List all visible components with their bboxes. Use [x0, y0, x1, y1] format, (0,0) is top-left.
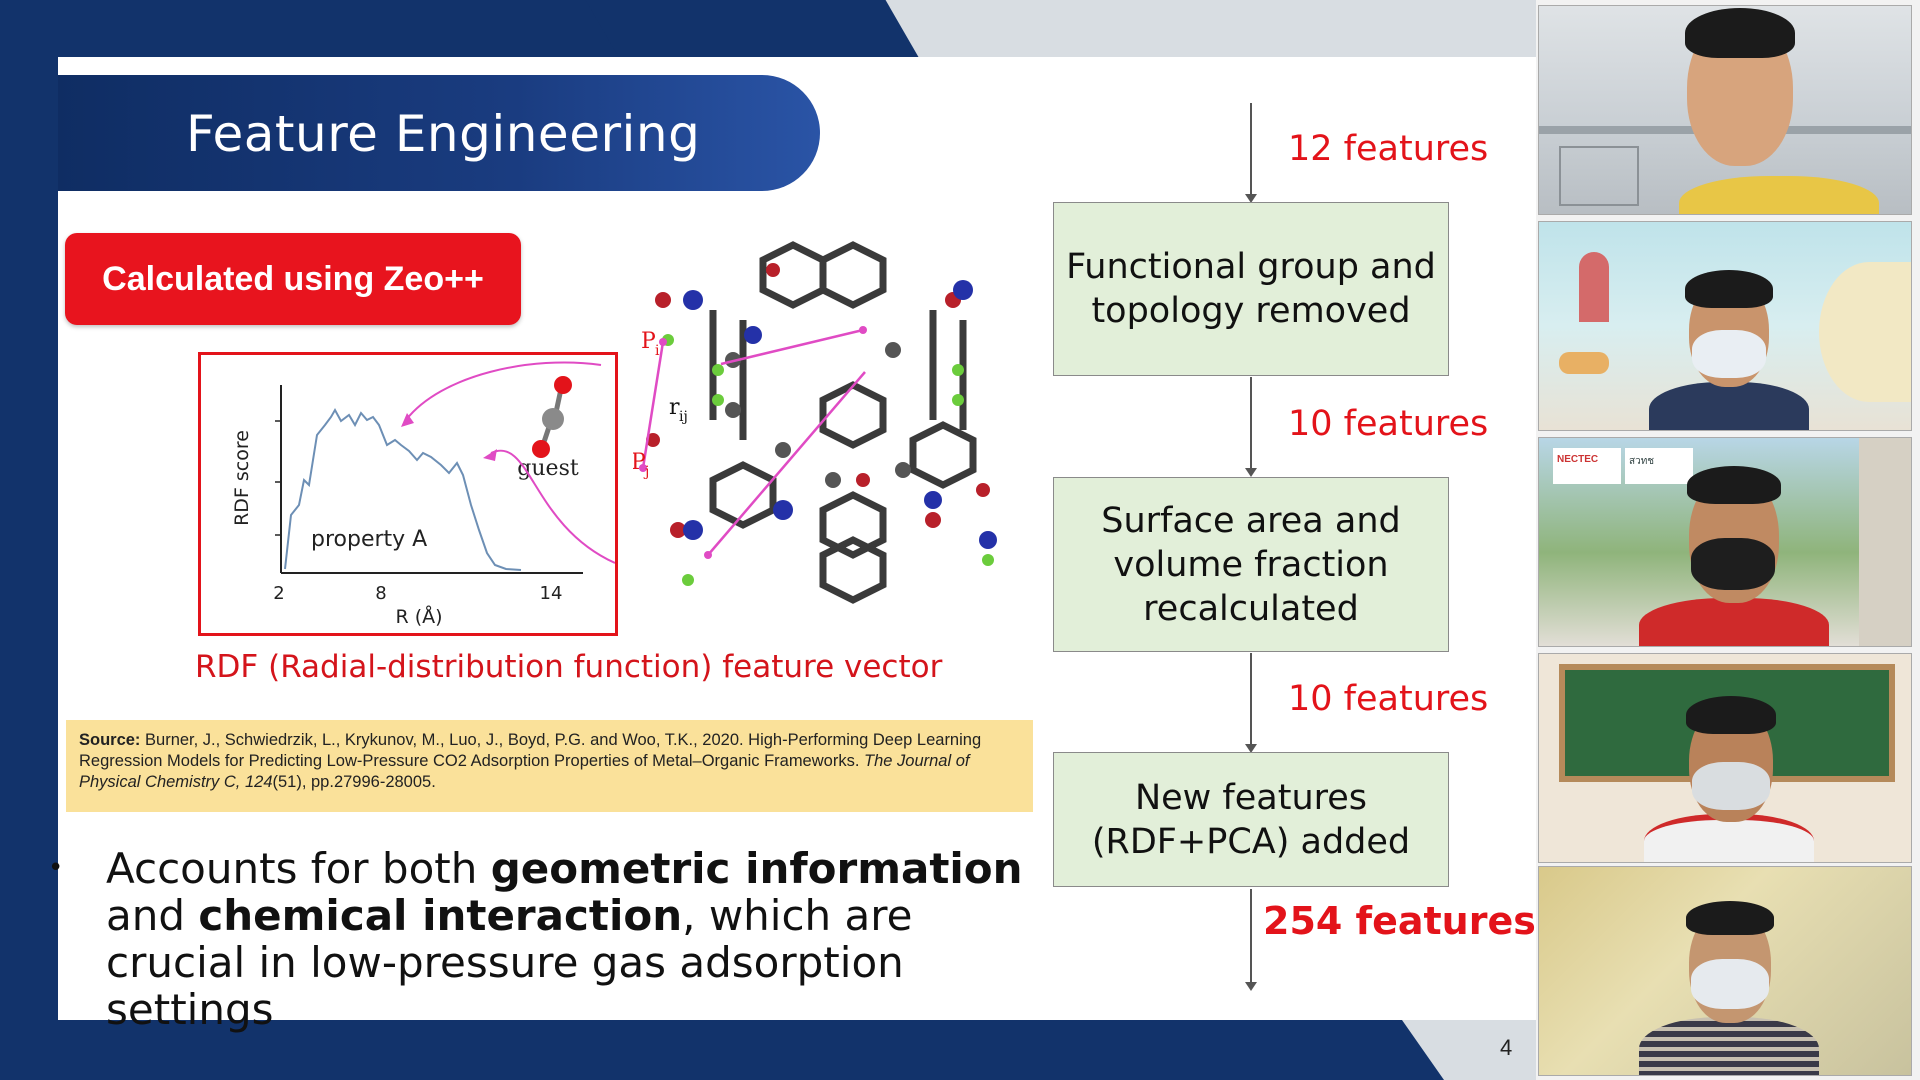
- flow-label-10b: 10 features: [1288, 679, 1489, 719]
- rdf-plot: 8 2 14 R (Å) RDF score property A guest: [198, 352, 618, 636]
- rdf-tick-14: 14: [540, 583, 563, 604]
- page-number: 4: [1500, 1035, 1513, 1060]
- flow-label-10a: 10 features: [1288, 404, 1489, 444]
- rdf-caption: RDF (Radial-distribution function) featu…: [195, 649, 943, 685]
- participant-4-figure: [1539, 654, 1911, 862]
- badge-label: Calculated using Zeo++: [102, 259, 484, 298]
- rdf-y-label: RDF score: [231, 430, 253, 526]
- pointer-line-1: [720, 328, 864, 366]
- participant-video-1[interactable]: [1538, 5, 1912, 215]
- flow-box-new-features: New features (RDF+PCA) added: [1053, 752, 1449, 887]
- rdf-curve: [284, 407, 522, 571]
- flow-arrow-3: [1245, 653, 1257, 753]
- source-pages: (51), pp.27996-28005.: [272, 773, 436, 791]
- participant-2-figure: [1539, 222, 1911, 430]
- slide-title: Feature Engineering: [186, 105, 701, 163]
- rdf-x-label: R (Å): [395, 605, 442, 628]
- rdf-tick-2: 2: [273, 583, 284, 604]
- pi-label: P: [641, 329, 656, 354]
- guest-oxygen-top: [554, 376, 572, 394]
- source-volume: , 124: [235, 773, 273, 791]
- participant-1-figure: [1539, 6, 1911, 214]
- guest-oxygen-bottom: [532, 440, 550, 458]
- pj-subscript: j: [643, 464, 649, 480]
- source-citation: Source: Burner, J., Schwiedrzik, L., Kry…: [66, 720, 1033, 812]
- participant-video-4[interactable]: [1538, 653, 1912, 863]
- flow-label-12: 12 features: [1288, 129, 1489, 169]
- bullet-bold-chemical: chemical interaction: [198, 891, 683, 940]
- slide: Feature Engineering Calculated using Zeo…: [48, 57, 1536, 1033]
- source-label: Source:: [79, 731, 141, 749]
- bullet-bold-geometric: geometric information: [490, 844, 1023, 893]
- flow-label-254: 254 features: [1263, 899, 1536, 943]
- flow-arrow-2: [1245, 377, 1257, 477]
- title-bar: Feature Engineering: [58, 75, 820, 191]
- pi-subscript: i: [655, 343, 660, 359]
- flow-arrow-1: [1245, 103, 1257, 203]
- participant-5-figure: [1539, 867, 1911, 1075]
- mof-structure-svg: P i P j r ij: [631, 240, 998, 608]
- flow-box-surface-area: Surface area and volume fraction recalcu…: [1053, 477, 1449, 652]
- rij-line: [641, 341, 665, 469]
- bullet-part3: , which are crucial in low-pressure gas …: [106, 891, 913, 1034]
- pointer-arrow-2: [490, 449, 616, 564]
- rdf-tick-8: 8: [375, 583, 386, 604]
- rdf-annotation: property A: [311, 527, 427, 552]
- flow-arrow-4: [1245, 889, 1257, 991]
- bullet-part1: Accounts for both: [106, 844, 491, 893]
- rdf-plot-svg: 8 2 14 R (Å) RDF score property A guest: [231, 361, 616, 628]
- flow-box-functional-group: Functional group and topology removed: [1053, 202, 1449, 376]
- guest-carbon: [542, 408, 564, 430]
- decor-corner: [1401, 1020, 1536, 1080]
- mof-structure-image: P i P j r ij: [631, 240, 998, 608]
- source-text: Burner, J., Schwiedrzik, L., Krykunov, M…: [79, 731, 982, 770]
- participant-video-3[interactable]: NECTEC สวทช: [1538, 437, 1912, 647]
- source-journal: The Journal of Physical Chemistry C: [79, 752, 970, 791]
- rij-label: r: [669, 395, 680, 420]
- participant-video-5[interactable]: [1538, 866, 1912, 1076]
- guest-label: guest: [517, 456, 579, 481]
- zeo-badge: Calculated using Zeo++: [65, 233, 521, 325]
- participant-3-figure: NECTEC สวทช: [1539, 438, 1911, 646]
- nstda-sign: สวทช: [1625, 448, 1693, 484]
- nectec-sign: NECTEC: [1553, 448, 1621, 484]
- pointer-arrow-1: [405, 361, 602, 421]
- pointer-line-2: [707, 371, 866, 556]
- bullet-text: Accounts for both geometric information …: [106, 845, 1046, 1033]
- bullet-part2: and: [106, 891, 199, 940]
- participant-video-2[interactable]: [1538, 221, 1912, 431]
- bullet-dot: •: [48, 853, 64, 883]
- rij-subscript: ij: [679, 409, 688, 425]
- pj-label: P: [633, 450, 646, 475]
